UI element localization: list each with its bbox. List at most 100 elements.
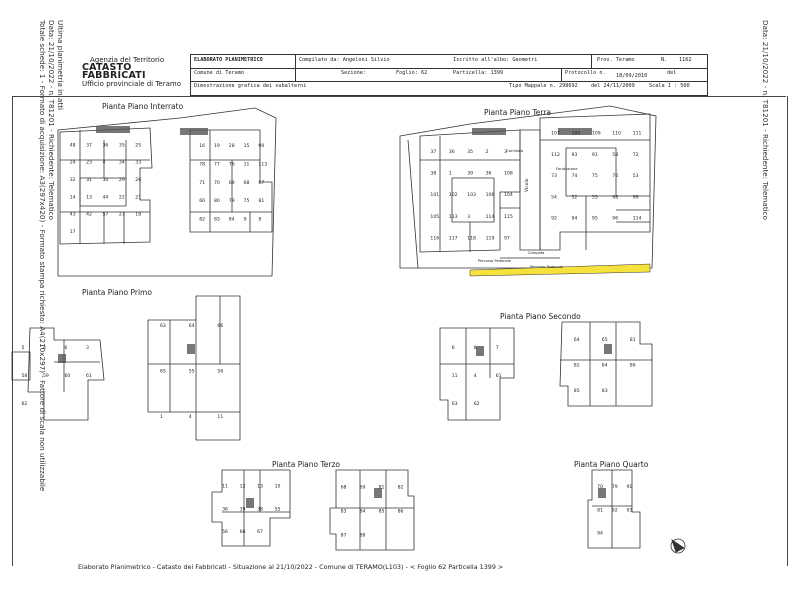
room-label-terzo: 84 bbox=[360, 508, 366, 514]
protocollo-del: del bbox=[667, 70, 677, 76]
agency-block: Agenzia del Territorio CATASTO FABBRICAT… bbox=[82, 56, 182, 88]
room-label-terzo: 10 bbox=[275, 484, 281, 490]
room-label-terra: 3 bbox=[504, 149, 507, 155]
room-label-interrato: 19 bbox=[214, 143, 220, 149]
stair-secondo-left bbox=[476, 346, 484, 356]
room-label-primo: 1 bbox=[160, 414, 163, 420]
room-label-interrato: 26 bbox=[135, 177, 141, 183]
room-label-interrato: 69 bbox=[229, 180, 235, 186]
room-label-interrato: 29 bbox=[119, 177, 125, 183]
room-label-terra: 1 bbox=[449, 171, 452, 177]
room-label-interrato: 66 bbox=[199, 198, 205, 204]
room-label-terra: 112 bbox=[551, 152, 560, 158]
room-label-terra: 108 bbox=[504, 171, 513, 177]
provincia: Prov. Teramo bbox=[597, 57, 635, 63]
agency-office: Ufficio provinciale di Teramo bbox=[82, 80, 182, 88]
text-pedonale-2: Percorso Pedonale bbox=[530, 265, 564, 269]
room-label-secondo: 8 bbox=[474, 345, 477, 351]
building-left-secondo bbox=[439, 327, 515, 421]
header-row-1: ELABORATO PLANIMETRICO Compilato da: Ang… bbox=[191, 55, 707, 69]
room-label-interrato: 70 bbox=[214, 180, 220, 186]
room-label-secondo: 63 bbox=[452, 401, 458, 407]
room-label-terzo: 86 bbox=[398, 508, 404, 514]
room-label-terra: 93 bbox=[572, 152, 578, 158]
room-label-interrato: 11 bbox=[244, 161, 250, 167]
room-label-primo: 11 bbox=[217, 414, 223, 420]
room-label-quarto: 81 bbox=[597, 507, 603, 513]
room-label-terzo: 39 bbox=[240, 506, 246, 512]
room-label-secondo: 84 bbox=[602, 363, 608, 369]
room-label-secondo: 6 bbox=[452, 345, 455, 351]
room-label-interrato: 79 bbox=[229, 198, 235, 204]
room-label-terra: 35 bbox=[467, 149, 473, 155]
room-label-terzo: 81 bbox=[379, 484, 385, 490]
room-label-terra: 103 bbox=[467, 192, 476, 198]
room-label-terzo: 56 bbox=[222, 529, 228, 535]
room-label-terzo: 87 bbox=[341, 532, 347, 538]
room-label-terzo: 12 bbox=[240, 484, 246, 490]
title-terra: Pianta Piano Terra bbox=[484, 108, 552, 117]
room-label-quarto: 93 bbox=[627, 507, 633, 513]
room-label-secondo: 4 bbox=[474, 373, 477, 379]
particella: Particella: 1399 bbox=[453, 70, 503, 76]
room-label-interrato: 57 bbox=[103, 212, 109, 218]
room-label-interrato: 48 bbox=[70, 142, 76, 148]
room-label-primo: 3 bbox=[86, 345, 89, 351]
room-label-interrato: 34 bbox=[119, 160, 125, 166]
title-secondo: Pianta Piano Secondo bbox=[500, 312, 581, 321]
room-label-terra: 76 bbox=[612, 173, 618, 179]
room-label-secondo: 65 bbox=[602, 337, 608, 343]
room-label-terra: 110 bbox=[612, 131, 621, 137]
room-label-terra: 3 bbox=[467, 214, 470, 220]
frame-top-border bbox=[12, 96, 786, 97]
room-label-interrato: 43 bbox=[70, 212, 76, 218]
room-label-terzo: 82 bbox=[398, 484, 404, 490]
building-left-primo bbox=[27, 327, 105, 421]
room-label-interrato: 21 bbox=[135, 194, 141, 200]
room-label-interrato: 22 bbox=[119, 194, 125, 200]
doc-type: ELABORATO PLANIMETRICO bbox=[194, 57, 263, 63]
room-label-terzo: 69 bbox=[360, 484, 366, 490]
protocollo-date: 18/09/2010 bbox=[616, 73, 648, 79]
comune: Comune di Teramo bbox=[194, 70, 244, 76]
room-label-secondo: 7 bbox=[496, 345, 499, 351]
text-campata: Campata bbox=[528, 251, 544, 255]
room-label-primo: 62 bbox=[22, 401, 28, 407]
room-label-terra: 95 bbox=[592, 216, 598, 222]
room-label-terra: 113 bbox=[449, 214, 458, 220]
room-label-terra: 115 bbox=[504, 214, 513, 220]
text-corridoio: Corridoio bbox=[506, 148, 524, 153]
room-label-terra: 98 bbox=[612, 194, 618, 200]
stair-primo-left bbox=[58, 354, 66, 363]
room-label-terzo: 11 bbox=[222, 484, 228, 490]
room-label-primo: 65 bbox=[160, 369, 166, 375]
room-label-terra: 118 bbox=[467, 235, 476, 241]
hatch-interrato-a bbox=[96, 126, 130, 133]
room-label-quarto: 79 bbox=[612, 484, 618, 490]
room-label-primo: 63 bbox=[160, 323, 166, 329]
room-label-interrato: 16 bbox=[199, 143, 205, 149]
room-label-secondo: 64 bbox=[574, 337, 580, 343]
agency-name: Agenzia del Territorio bbox=[90, 56, 165, 64]
title-quarto: Pianta Piano Quarto bbox=[574, 460, 649, 469]
room-label-terzo: 83 bbox=[341, 508, 347, 514]
building-b-interrato bbox=[189, 129, 273, 233]
drawing-frame bbox=[12, 96, 788, 566]
room-label-terra: 55 bbox=[592, 194, 598, 200]
stair-quarto bbox=[598, 488, 606, 498]
n-label: N. bbox=[661, 57, 668, 63]
room-label-terzo: 55 bbox=[275, 506, 281, 512]
room-label-interrato: 9 bbox=[244, 217, 247, 223]
room-label-secondo: 82 bbox=[574, 363, 580, 369]
room-label-terra: 114 bbox=[486, 214, 495, 220]
room-label-interrato: 82 bbox=[199, 217, 205, 223]
n-value: 1162 bbox=[679, 57, 692, 63]
header-row-3: Dimostrazione grafica dei subalterni Tip… bbox=[191, 81, 707, 94]
room-label-terra: 106 bbox=[486, 192, 495, 198]
room-label-terra: 107 bbox=[551, 131, 560, 137]
building-b-terra bbox=[539, 113, 651, 251]
room-label-quarto: 94 bbox=[597, 531, 603, 537]
room-label-terra: 96 bbox=[612, 216, 618, 222]
room-label-interrato: 36 bbox=[103, 142, 109, 148]
room-label-terzo: 13 bbox=[257, 484, 263, 490]
